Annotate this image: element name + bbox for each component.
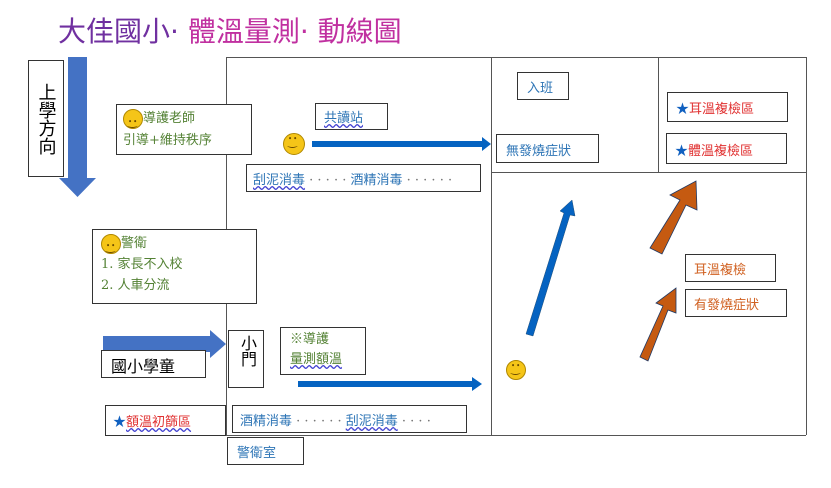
- enter-class-label: 入班: [527, 81, 554, 96]
- students-box: 國小學童: [101, 350, 206, 378]
- grid-mid-v: [491, 57, 492, 435]
- disinfect-top-box: 刮泥消毒 · · · · · 酒精消毒 · · · · · ·: [246, 164, 481, 192]
- direction-box: 上學方向: [28, 60, 64, 177]
- mud-disinfect-label: 刮泥消毒: [345, 414, 398, 429]
- reading-station-label: 共讀站: [324, 111, 364, 126]
- title-school: 大佳國小: [58, 15, 171, 48]
- measure-box: ※導護量測額溫: [280, 327, 366, 375]
- students-label: 國小學童: [111, 357, 176, 376]
- smiley-icon: [506, 360, 526, 380]
- disinfect-bottom-box: 酒精消毒 · · · · · · 刮泥消毒 · · · ·: [232, 405, 467, 433]
- down-arrow: [59, 57, 96, 197]
- forehead-zone-label: 額溫初篩區: [126, 415, 192, 430]
- guard-item: 2. 人車分流: [101, 278, 170, 293]
- flow-arrow-diagonal: [525, 199, 576, 337]
- guard-title: 警衛: [121, 236, 148, 251]
- measure-label: 量測額溫: [290, 352, 343, 367]
- ear-recheck-zone-label: 耳溫複檢區: [689, 102, 755, 117]
- guard-room-box: 警衛室: [227, 437, 304, 465]
- measure-title: ※導護: [290, 332, 330, 347]
- grid-top: [226, 57, 806, 58]
- guard-item: 1. 家長不入校: [101, 257, 183, 272]
- small-gate-label: 小門: [238, 335, 257, 367]
- smiley-icon: [123, 108, 143, 133]
- guard-room-label: 警衛室: [237, 446, 277, 461]
- page-title: 大佳國小· 體溫量測· 動線圖: [58, 15, 402, 48]
- orange-arrow-small: [639, 287, 677, 362]
- title-measure: 體溫量測: [187, 15, 300, 48]
- star-icon: ★: [675, 144, 689, 159]
- title-flow: 動線圖: [317, 15, 402, 48]
- temp-recheck-zone-box: ★體溫複檢區: [666, 133, 787, 164]
- ear-recheck-label: 耳溫複檢: [694, 263, 747, 278]
- grid-mid-h: [491, 172, 806, 173]
- forehead-zone-box: ★額溫初篩區: [105, 405, 226, 436]
- no-fever-box: 無發燒症狀: [496, 134, 599, 163]
- direction-label: 上學方向: [35, 83, 57, 155]
- teacher-title: 導護老師: [143, 111, 196, 126]
- star-icon: ★: [676, 102, 690, 117]
- grid-right: [806, 57, 807, 435]
- reading-station-box: 共讀站: [315, 103, 388, 130]
- ear-recheck-zone-box: ★耳溫複檢區: [667, 92, 788, 122]
- enter-class-box: 入班: [517, 72, 569, 100]
- orange-arrow-large: [649, 180, 698, 255]
- teacher-duty: 引導+維持秩序: [123, 133, 212, 148]
- smiley-icon: [101, 233, 121, 257]
- grid-right-v: [658, 57, 659, 172]
- smiley-icon: [283, 133, 305, 155]
- alcohol-disinfect-label: 酒精消毒: [240, 414, 293, 429]
- has-fever-box: 有發燒症狀: [685, 289, 787, 317]
- flow-arrow-top: [312, 137, 491, 151]
- mud-disinfect-label: 刮泥消毒: [253, 173, 306, 188]
- no-fever-label: 無發燒症狀: [506, 144, 572, 159]
- temp-recheck-zone-label: 體溫複檢區: [688, 144, 754, 159]
- has-fever-label: 有發燒症狀: [694, 298, 760, 313]
- small-gate-box: 小門: [228, 330, 264, 388]
- flow-arrow-bottom: [298, 377, 482, 391]
- guard-box: 警衛 1. 家長不入校 2. 人車分流: [92, 229, 257, 304]
- star-icon: ★: [113, 415, 127, 430]
- ear-recheck-box: 耳溫複檢: [685, 254, 776, 282]
- grid-bottom: [226, 435, 806, 436]
- alcohol-disinfect-label: 酒精消毒: [350, 173, 403, 188]
